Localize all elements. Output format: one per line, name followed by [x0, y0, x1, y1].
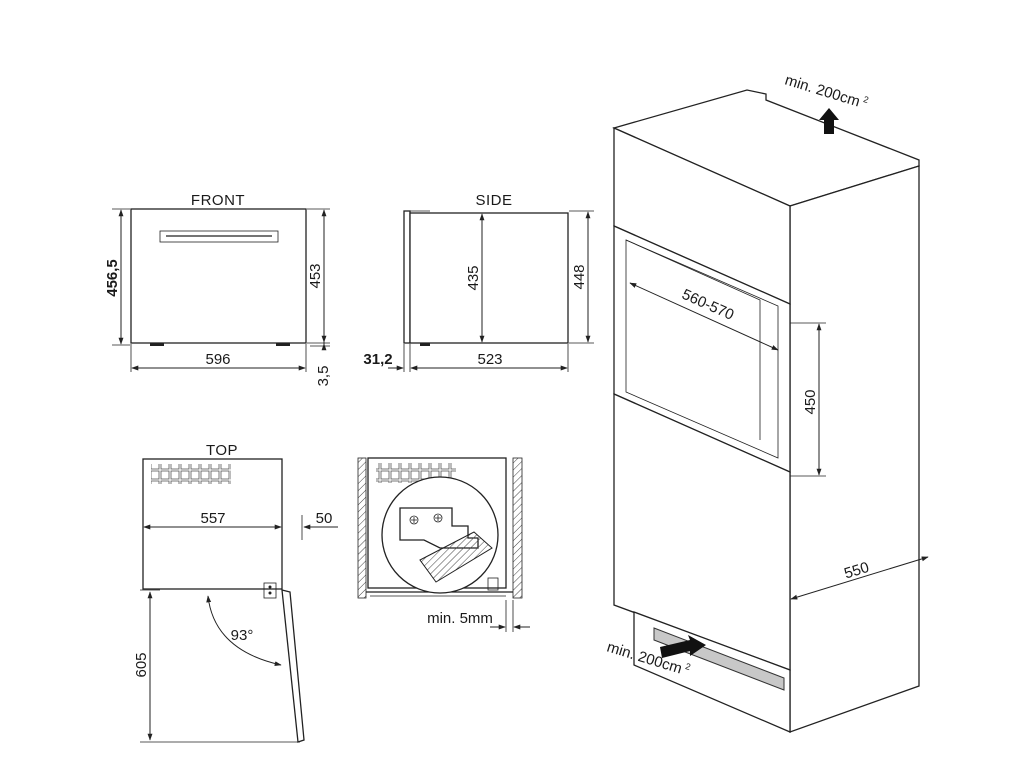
installation-cabinet: min. 200cm2 min. 200cm2 560-570 450 550 — [605, 71, 929, 733]
side-front-panel — [403, 210, 411, 344]
niche-height-label: 450 — [802, 389, 819, 414]
front-width-label: 596 — [205, 351, 230, 368]
front-foot-label: 3,5 — [315, 366, 332, 387]
side-depth-label: 523 — [477, 351, 502, 368]
side-title: SIDE — [475, 192, 512, 209]
detail-door-section — [419, 531, 493, 583]
vent-top-arrow-icon — [819, 108, 839, 134]
detail-view: min. 5mm — [357, 457, 530, 632]
cabinet-right-side — [789, 165, 920, 733]
vent-bottom-arrow-icon — [660, 635, 706, 658]
top-open-door — [281, 589, 305, 743]
side-appliance-body — [409, 212, 569, 344]
front-foot-left — [150, 343, 164, 346]
cabinet-depth-label: 550 — [842, 559, 871, 583]
side-front-panel-label: 31,2 — [363, 351, 392, 368]
top-door-angle-arc — [206, 595, 282, 667]
detail-hinge — [487, 577, 499, 591]
front-display-panel — [159, 230, 279, 243]
top-width-label: 557 — [200, 510, 225, 527]
side-foot — [420, 343, 430, 346]
niche-width-dim — [629, 282, 779, 351]
vent-top-label: min. 200cm2 — [783, 71, 870, 113]
front-foot-right — [276, 343, 290, 346]
side-height-total-label: 448 — [571, 264, 588, 289]
front-appliance-body — [130, 208, 307, 344]
top-title: TOP — [206, 442, 238, 459]
front-height-body-label: 453 — [307, 263, 324, 288]
top-door-clearance-label: 605 — [133, 652, 150, 677]
top-view: TOP 557 50 605 93° — [133, 442, 338, 743]
front-height-total-label: 456,5 — [104, 259, 121, 297]
side-view: SIDE 435 448 523 31,2 — [363, 192, 594, 372]
front-title: FRONT — [191, 192, 245, 209]
front-view: FRONT 456,5 453 596 3,5 — [104, 192, 332, 386]
detail-min-gap-label: min. 5mm — [427, 610, 493, 627]
detail-wall-left — [357, 457, 367, 599]
top-offset-label: 50 — [316, 510, 333, 527]
side-height-inner-label: 435 — [465, 265, 482, 290]
top-door-angle-label: 93° — [231, 627, 254, 644]
detail-wall-right — [512, 457, 523, 599]
top-vent-grid — [151, 464, 231, 484]
cabinet-depth-dim — [790, 556, 929, 600]
